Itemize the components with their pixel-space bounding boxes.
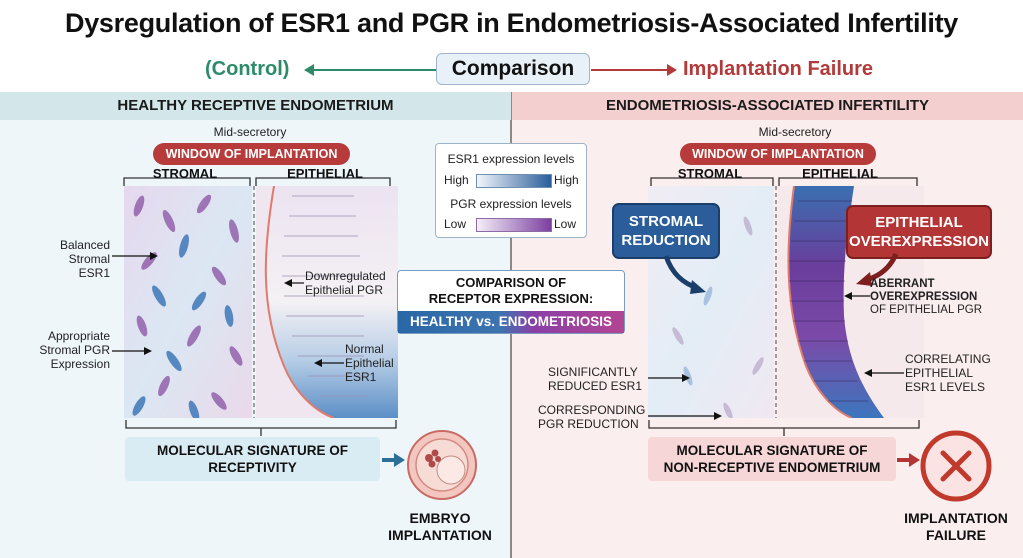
normal-esr1-arrow [314, 359, 344, 367]
healthy-header: HEALTHY RECEPTIVE ENDOMETRIUM [0, 92, 511, 120]
implantation-failure-caption: IMPLANTATION FAILURE [904, 510, 1008, 543]
page-title: Dysregulation of ESR1 and PGR in Endomet… [65, 8, 958, 38]
reduced-esr1-arrow [648, 374, 690, 382]
pgr-gradient-bar [476, 218, 552, 232]
pgr-legend-high: Low [554, 217, 577, 231]
esr1-gradient-bar [476, 174, 552, 188]
failure-label: Implantation Failure [683, 58, 874, 80]
pgr-legend-low: Low [444, 217, 467, 231]
left-arrow-icon [304, 64, 436, 76]
endometriosis-header: ENDOMETRIOSIS-ASSOCIATED INFERTILITY [512, 92, 1023, 120]
healthy-tissue-illustration [124, 186, 398, 418]
expression-legend: ESR1 expression levels High High PGR exp… [435, 143, 587, 238]
reduced-esr1-label: SIGNIFICANTLY REDUCED ESR1 [548, 365, 643, 393]
healthy-epithelial-header: EPITHELIAL [287, 166, 363, 181]
healthy-bottom-bracket [125, 420, 397, 436]
embryo-icon [407, 430, 477, 500]
stromal-reduction-arrow [663, 255, 706, 294]
endo-phase: Mid-secretory [758, 125, 832, 139]
comparison-box: Comparison [436, 53, 590, 85]
normal-esr1-label: Normal Epithelial ESR1 [345, 342, 394, 384]
appropriate-pgr-arrow [112, 347, 152, 355]
healthy-phase: Mid-secretory [213, 125, 287, 139]
endo-stromal-header: STROMAL [677, 166, 743, 181]
pgr-legend-title: PGR expression levels [450, 197, 572, 211]
downregulated-pgr-label: Downregulated Epithelial PGR [305, 269, 386, 297]
epithelial-overexpression-arrow [856, 252, 899, 286]
control-label: (Control) [205, 58, 290, 80]
pgr-reduction-label: CORRESPONDING PGR REDUCTION [538, 403, 646, 431]
healthy-window-badge: WINDOW OF IMPLANTATION [153, 143, 350, 165]
downregulated-pgr-arrow [284, 279, 304, 287]
receptor-comparison-box: COMPARISON OF RECEPTOR EXPRESSION: HEALT… [397, 270, 625, 334]
comparison-line-1: COMPARISON OF [455, 275, 567, 290]
comparison-line-2: RECEPTOR EXPRESSION: [428, 291, 594, 306]
healthy-stromal-header: STROMAL [152, 166, 218, 181]
endo-epithelial-header: EPITHELIAL [802, 166, 878, 181]
healthy-outcome-arrow [382, 453, 405, 467]
failure-x-icon [920, 430, 992, 502]
esr1-legend-low: High [444, 173, 469, 187]
embryo-implantation-caption: EMBRYO IMPLANTATION [388, 510, 492, 543]
aberrant-overexpression-arrow [844, 292, 870, 300]
appropriate-pgr-label: Appropriate Stromal PGR Expression [39, 329, 110, 371]
endo-outcome-arrow [897, 453, 920, 467]
aberrant-overexpression-label: ABERRANT OVEREXPRESSION OF EPITHELIAL PG… [870, 278, 983, 316]
healthy-column-brackets [123, 177, 391, 186]
esr1-legend-high: High [554, 173, 579, 187]
healthy-vs-endometriosis-bar: HEALTHY vs. ENDOMETRIOSIS [398, 311, 624, 333]
endo-window-badge: WINDOW OF IMPLANTATION [680, 143, 876, 165]
right-arrow-icon [591, 64, 677, 76]
esr1-legend-title: ESR1 expression levels [447, 152, 575, 166]
endo-bottom-bracket [648, 420, 920, 436]
correlating-esr1-arrow [864, 369, 904, 377]
correlating-esr1-label: CORRELATING EPITHELIAL ESR1 LEVELS [905, 352, 991, 394]
endo-column-brackets [650, 177, 918, 186]
balanced-esr1-label: Balanced Stromal ESR1 [59, 238, 110, 280]
pgr-reduction-arrow [648, 412, 722, 420]
balanced-esr1-arrow [112, 252, 158, 260]
